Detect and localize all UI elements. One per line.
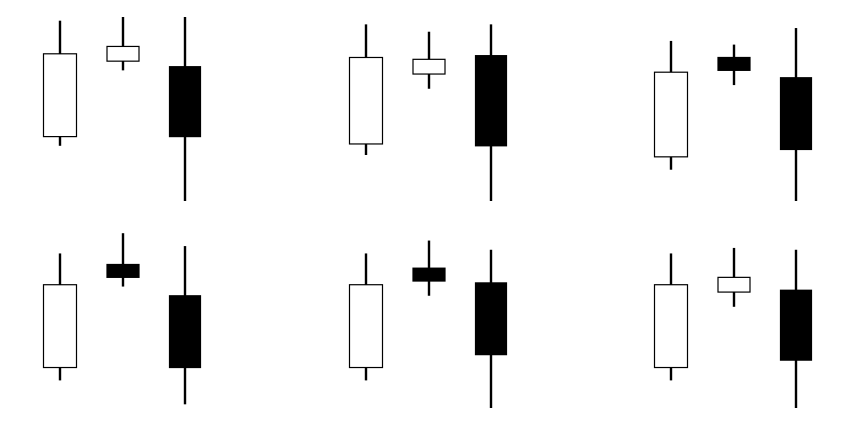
candle-body [348, 56, 384, 145]
candle-body [412, 58, 446, 75]
bullish-candle [42, 20, 78, 146]
candle-body [42, 284, 78, 369]
candle-body [42, 53, 78, 138]
bullish-candle [653, 40, 689, 170]
candle-body [717, 276, 751, 293]
candle-body [474, 55, 508, 147]
bearish-candle [168, 246, 202, 405]
bearish-candle [779, 28, 813, 201]
candle-body [106, 45, 140, 62]
bullish-candle [717, 247, 751, 307]
chart-panel [348, 24, 508, 201]
bullish-candle [106, 17, 140, 71]
chart-panel [348, 240, 508, 408]
candle-body [412, 267, 446, 282]
bearish-candle [717, 44, 751, 86]
candle-body [653, 284, 689, 369]
candle-body [168, 295, 202, 369]
bullish-candle [42, 253, 78, 381]
chart-panel [653, 28, 813, 201]
bearish-candle [779, 249, 813, 408]
bearish-candle [168, 17, 202, 201]
candle-body [106, 263, 140, 278]
candle-body [348, 284, 384, 369]
bearish-candle [106, 233, 140, 287]
bullish-candle [348, 24, 384, 155]
candle-body [653, 71, 689, 158]
candle-body [779, 289, 813, 361]
chart-panel [653, 247, 813, 408]
bullish-candle [348, 253, 384, 381]
candle-body [717, 56, 751, 71]
bullish-candle [412, 31, 446, 89]
bearish-candle [412, 240, 446, 296]
bullish-candle [653, 253, 689, 381]
bearish-candle [474, 24, 508, 201]
chart-panel [42, 17, 202, 201]
candle-body [474, 282, 508, 356]
candle-body [779, 77, 813, 151]
chart-panel [42, 233, 202, 405]
bearish-candle [474, 249, 508, 408]
candle-body [168, 66, 202, 138]
